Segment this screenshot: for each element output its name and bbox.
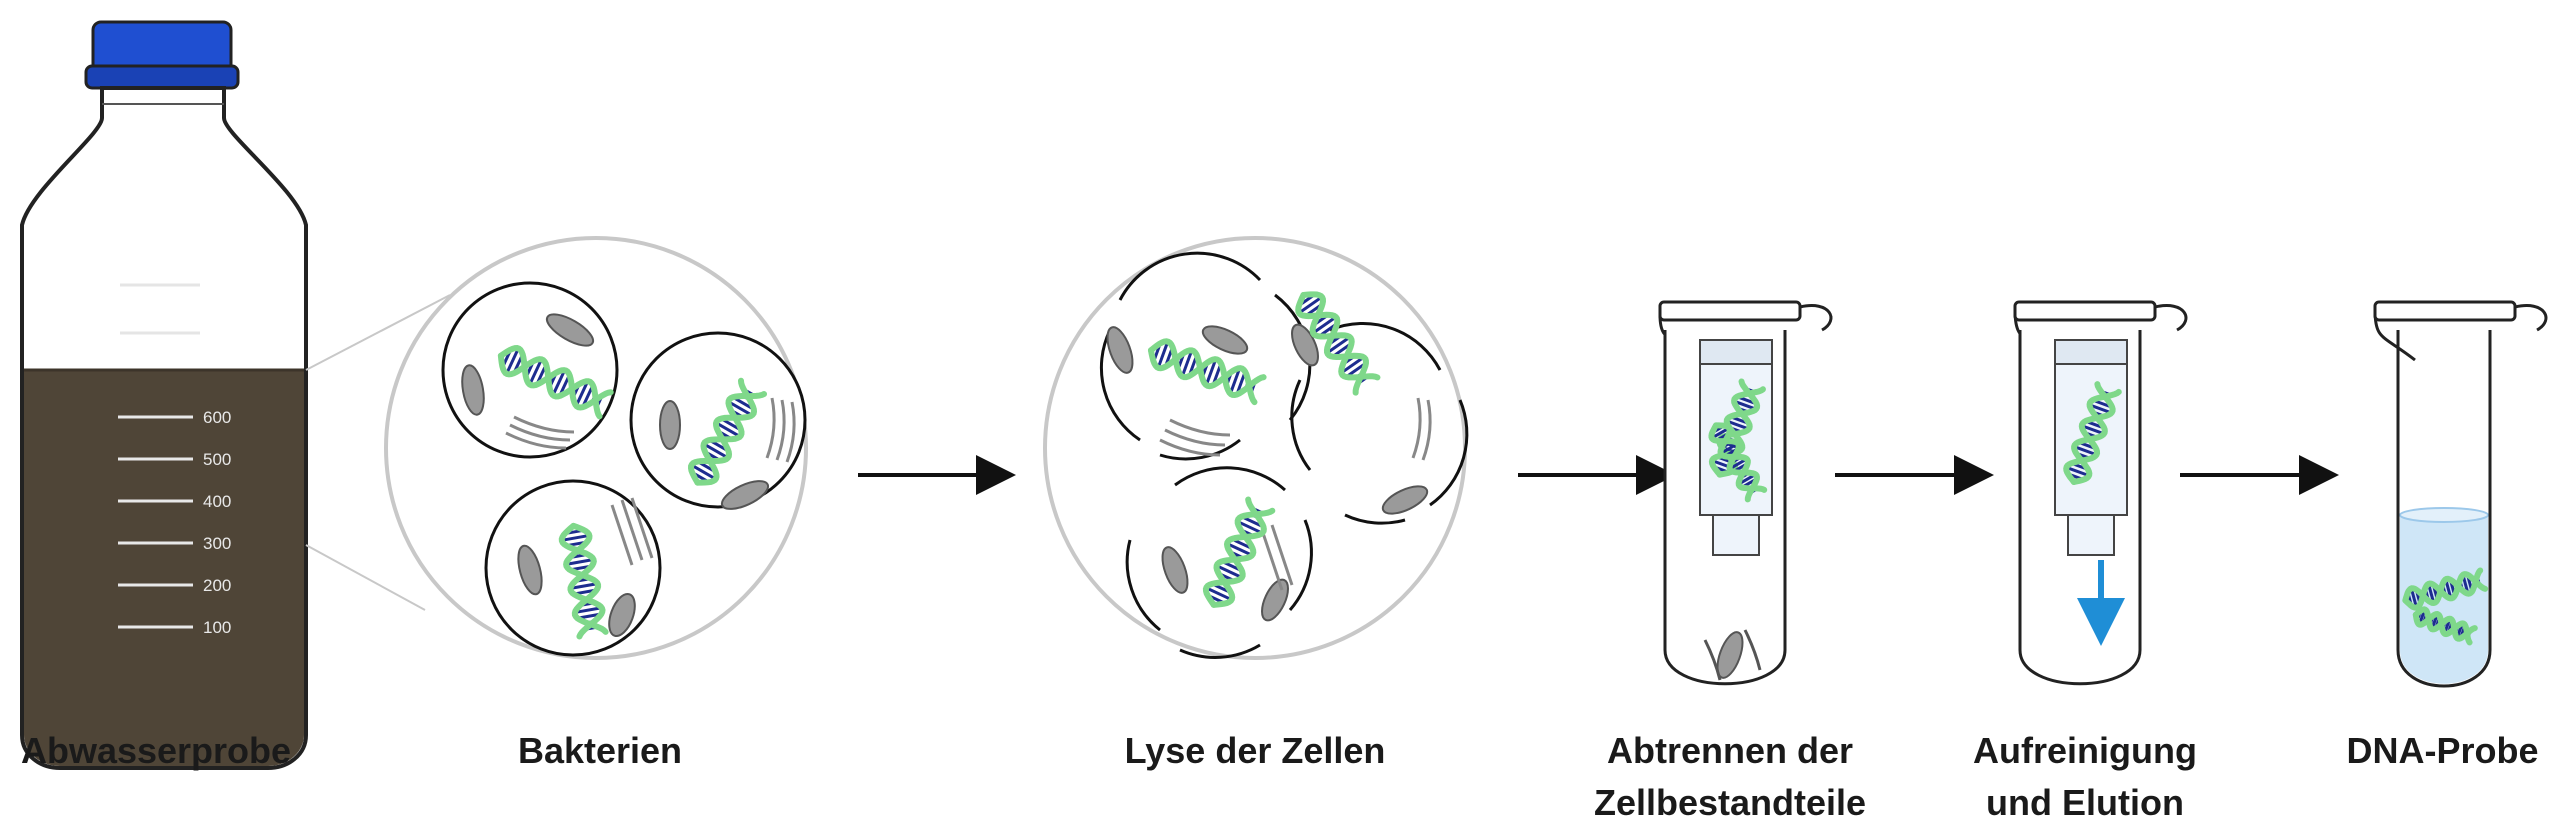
- label-dna-probe: DNA-Probe: [2330, 725, 2555, 777]
- tube-purification: [2015, 302, 2186, 684]
- scale-mark-500: 500: [203, 450, 231, 469]
- label-aufreinigung: Aufreinigung und Elution: [1955, 725, 2215, 829]
- label-lyse: Lyse der Zellen: [1100, 725, 1410, 777]
- label-bakterien: Bakterien: [470, 725, 730, 777]
- wastewater-bottle: 600 500 400 300 200 100: [22, 22, 306, 768]
- lysis-magnifier: [1045, 238, 1465, 658]
- tube-separation: [1660, 302, 1831, 684]
- scale-mark-400: 400: [203, 492, 231, 511]
- label-abtrennen-line1: Abtrennen der: [1580, 725, 1880, 777]
- label-aufreinigung-line1: Aufreinigung: [1955, 725, 2215, 777]
- scale-mark-300: 300: [203, 534, 231, 553]
- label-abwasserprobe: Abwasserprobe: [10, 725, 302, 777]
- lysis-zoom: [1045, 238, 1467, 658]
- label-aufreinigung-line2: und Elution: [1955, 777, 2215, 829]
- label-abtrennen-line2: Zellbestandteile: [1580, 777, 1880, 829]
- wastewater-liquid: [24, 370, 304, 766]
- scale-mark-600: 600: [203, 408, 231, 427]
- bottle-cap-rim: [86, 66, 238, 88]
- scale-mark-100: 100: [203, 618, 231, 637]
- scale-mark-200: 200: [203, 576, 231, 595]
- label-abtrennen: Abtrennen der Zellbestandteile: [1580, 725, 1880, 829]
